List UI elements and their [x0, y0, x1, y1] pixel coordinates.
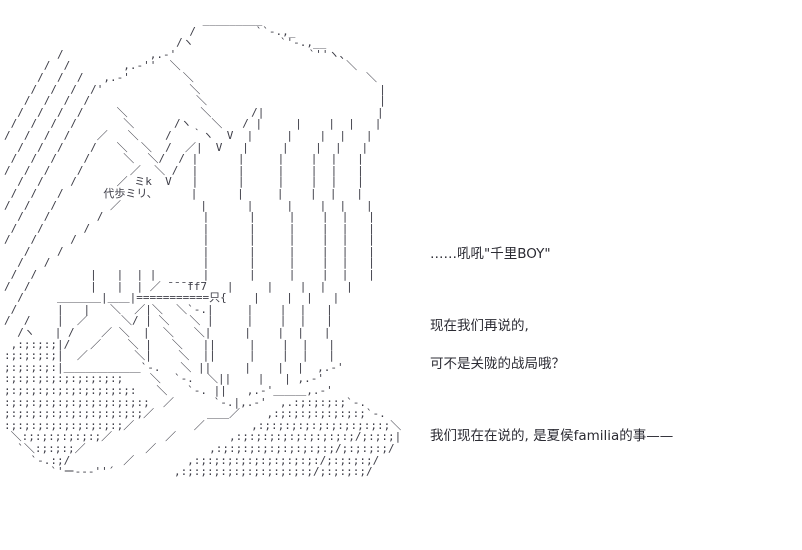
dialogue-paragraph-1: ……吼吼"千里BOY" [430, 226, 780, 283]
dialogue-line: 我们现在在说的, 是夏侯familia的事—— [430, 428, 674, 444]
dialogue-line: ……吼吼"千里BOY" [430, 246, 551, 262]
dialogue-paragraph-2: 现在我们再说的, 可不是关陇的战局哦？ [430, 298, 780, 393]
dialogue-block: ……吼吼"千里BOY" 现在我们再说的, 可不是关陇的战局哦？ 我们现在在说的,… [430, 226, 780, 465]
ascii-art-illustration: _________ / ``-.,_ /ヽ `'-.,__ / ,.-' `''… [4, 13, 402, 479]
dialogue-paragraph-3: 我们现在在说的, 是夏侯familia的事—— [430, 408, 780, 465]
dialogue-line: 可不是关陇的战局哦？ [430, 356, 565, 372]
dialogue-line: 现在我们再说的, [430, 318, 529, 334]
